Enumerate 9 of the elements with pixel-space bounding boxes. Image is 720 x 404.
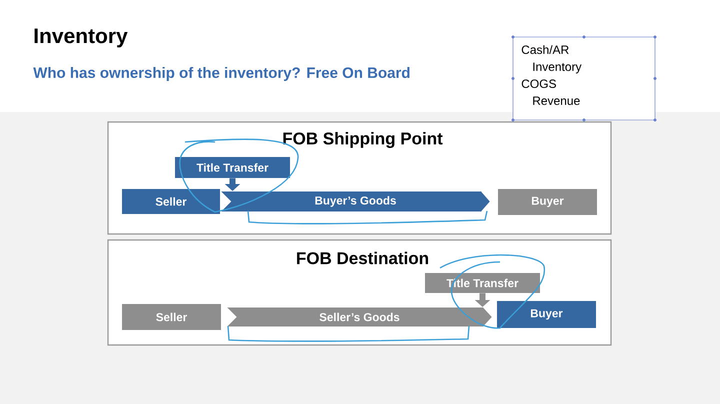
edge-label: Seller’s Goods [320, 312, 400, 322]
edge-label: Buyer’s Goods [315, 196, 396, 207]
slide-title: Inventory [34, 28, 128, 48]
selected-text-box: Cash/AR Inventory COGS Revenue [512, 36, 656, 122]
label-box: Title Transfer [175, 157, 290, 178]
label-box: Buyer [497, 301, 596, 328]
subtitle: Who has ownership of the inventory? Free On Board [33, 67, 410, 81]
label-box: Buyer [498, 189, 597, 215]
label-box: Seller [122, 304, 221, 330]
